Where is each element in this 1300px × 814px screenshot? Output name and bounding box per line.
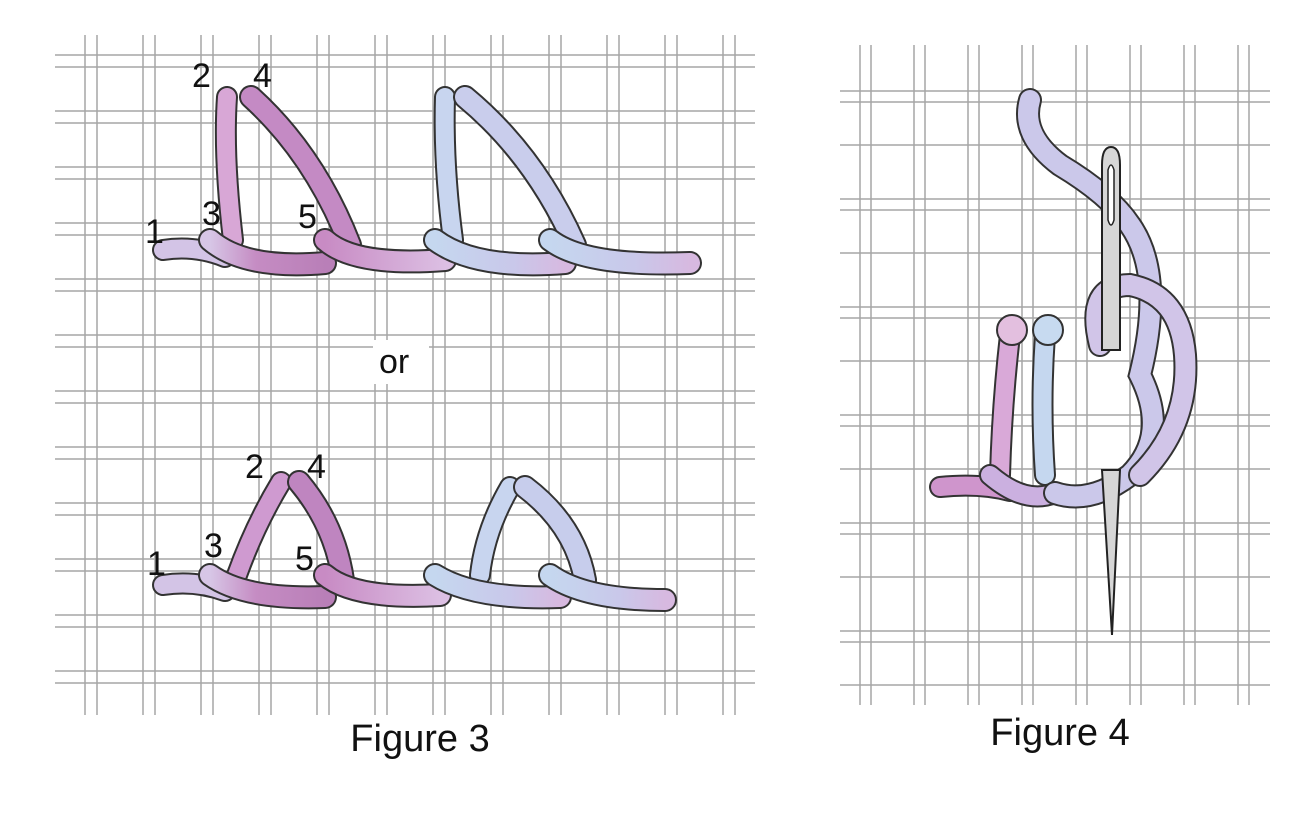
- figure-3-caption: Figure 3: [350, 718, 490, 760]
- step-label-3-alt: 3: [204, 527, 223, 565]
- step-label-4-alt: 4: [307, 448, 326, 486]
- figure-4-caption: Figure 4: [990, 712, 1130, 754]
- step-label-4: 4: [253, 57, 272, 95]
- step-label-5-alt: 5: [295, 540, 314, 578]
- figure-4-canvas-grid: [840, 45, 1270, 705]
- step-label-1-alt: 1: [147, 545, 166, 583]
- figure-3-panel: 1 2 3 4 5 1 2 3 4 5 or: [55, 35, 755, 715]
- or-separator: or: [379, 343, 409, 381]
- step-label-2-alt: 2: [245, 448, 264, 486]
- figure-4-panel: [840, 45, 1270, 705]
- top-stitch-row: [152, 85, 702, 277]
- bottom-stitch-row: [152, 470, 677, 612]
- step-label-1: 1: [145, 213, 164, 251]
- needle-icon: [1100, 145, 1122, 636]
- step-label-5: 5: [298, 198, 317, 236]
- step-label-3: 3: [202, 195, 221, 233]
- figure-3-canvas-grid: 1 2 3 4 5 1 2 3 4 5 or: [55, 35, 755, 715]
- step-label-2: 2: [192, 57, 211, 95]
